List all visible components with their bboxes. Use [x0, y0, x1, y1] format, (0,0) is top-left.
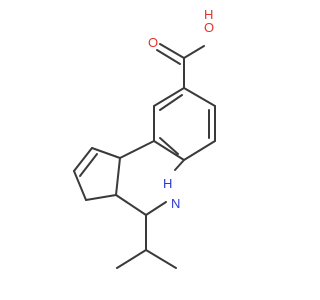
benzene-ring: [153, 87, 216, 161]
amine-nitrogen-label: N: [171, 196, 180, 211]
piperidine-ring: N H: [115, 140, 185, 216]
cyclopentene-ring: [73, 147, 121, 201]
carbonyl-oxygen-label: O: [148, 35, 158, 50]
bond-c9a-c9b: [119, 140, 155, 159]
hydroxyl-hydrogen-label: H: [204, 7, 213, 22]
carboxyl-group: O O H: [148, 7, 214, 89]
bond-c6-c5a: [183, 140, 216, 161]
bond-c3-c3a: [85, 194, 117, 201]
bond-c3a-c9a: [115, 157, 121, 196]
bond-c2-c3: [73, 170, 87, 201]
bond-c9-c8-inner: [159, 94, 183, 111]
bond-n-c4: [145, 201, 167, 216]
bond-c9a-c1: [91, 147, 121, 159]
bond-carbonyl-b: [156, 49, 181, 65]
bond-hydroxyl: [183, 45, 205, 59]
bond-c4-c3a: [115, 194, 147, 216]
bond-c5a-c9b-inner: [159, 137, 179, 155]
bond-c1-c2-inner: [79, 153, 98, 177]
bond-c9-c8: [153, 87, 185, 107]
bond-c5a-c9b: [153, 140, 185, 161]
amine-hydrogen-label: H: [163, 176, 172, 191]
bond-ch-methyl-left: [116, 249, 147, 269]
bond-carbonyl-a: [159, 43, 185, 59]
hydroxyl-oxygen-label: O: [204, 20, 214, 35]
bond-ch-methyl-right: [145, 249, 177, 269]
bond-c8-c7: [183, 87, 216, 107]
bond-c5a-n: [174, 159, 185, 171]
isopropyl-group: [116, 214, 177, 269]
chemical-structure-diagram: O O H N H: [73, 7, 216, 269]
bond-c1-c2: [73, 147, 93, 172]
